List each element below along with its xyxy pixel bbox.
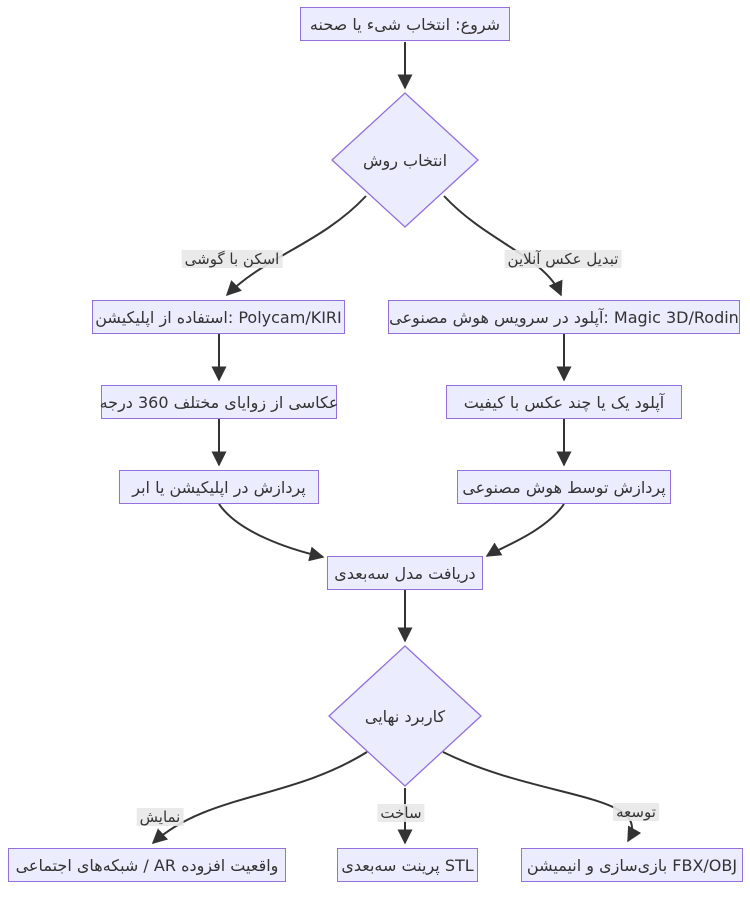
node-scan-app: استفاده از اپلیکیشن: Polycam/KIRI <box>92 300 345 334</box>
edge-ai-process-to-receive <box>485 503 565 557</box>
edge-usage-to-display <box>151 751 368 845</box>
decision-usage-label: کاربرد نهایی <box>364 706 446 726</box>
node-usage-display: شبکه‌های اجتماعی / AR واقعیت افزوده <box>8 848 286 882</box>
node-online-upload-service-label: آپلود در سرویس هوش مصنوعی: Magic 3D/Rodi… <box>389 307 739 327</box>
edge-method-to-scan-app <box>225 195 367 297</box>
node-usage-print: پرینت سه‌بعدی STL <box>337 848 478 882</box>
node-online-ai-process-label: پردازش توسط هوش مصنوعی <box>462 477 666 497</box>
edge-label-display-branch: نمایش <box>136 808 184 826</box>
node-online-upload-photos: آپلود یک یا چند عکس با کیفیت <box>446 385 682 419</box>
edge-scan-process-to-receive <box>218 503 325 562</box>
node-scan-process-label: پردازش در اپلیکیشن یا ابر <box>132 477 306 497</box>
edge-label-scan-branch: اسکن با گوشی <box>181 250 283 268</box>
edge-usage-to-dev <box>442 751 642 843</box>
node-online-upload-photos-label: آپلود یک یا چند عکس با کیفیت <box>463 392 665 412</box>
node-online-ai-process: پردازش توسط هوش مصنوعی <box>457 470 671 504</box>
node-scan-photograph: عکاسی از زوایای مختلف 360 درجه <box>99 385 339 419</box>
edge-label-build-branch: ساخت <box>377 804 425 822</box>
edge-method-to-online-service <box>443 195 563 297</box>
node-usage-dev: بازی‌سازی و انیمیشن FBX/OBJ <box>521 848 743 882</box>
decision-method-diamond <box>331 92 479 228</box>
node-start-label: شروع: انتخاب شیء یا صحنه <box>309 14 501 34</box>
node-usage-display-label: شبکه‌های اجتماعی / AR واقعیت افزوده <box>15 855 279 875</box>
node-receive-model: دریافت مدل سه‌بعدی <box>327 556 483 590</box>
node-usage-dev-label: بازی‌سازی و انیمیشن FBX/OBJ <box>526 855 738 875</box>
node-scan-process: پردازش در اپلیکیشن یا ابر <box>119 470 319 504</box>
edge-label-develop-branch: توسعه <box>613 803 659 821</box>
decision-method-label: انتخاب روش <box>362 150 448 170</box>
node-scan-app-label: استفاده از اپلیکیشن: Polycam/KIRI <box>95 307 342 327</box>
node-usage-print-label: پرینت سه‌بعدی STL <box>341 855 474 875</box>
decision-usage-diamond <box>328 645 482 787</box>
edge-label-online-branch: تبدیل عکس آنلاین <box>504 250 622 268</box>
node-online-upload-service: آپلود در سرویس هوش مصنوعی: Magic 3D/Rodi… <box>388 300 740 334</box>
node-start: شروع: انتخاب شیء یا صحنه <box>300 7 510 41</box>
node-scan-photograph-label: عکاسی از زوایای مختلف 360 درجه <box>99 392 339 412</box>
node-receive-model-label: دریافت مدل سه‌بعدی <box>334 563 476 583</box>
